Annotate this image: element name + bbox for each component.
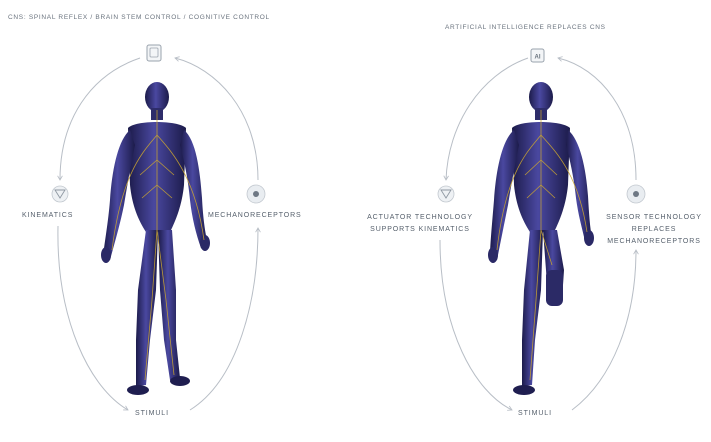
left-arrow-left-to-bottom [58, 226, 128, 410]
right-arrow-right-to-top [558, 58, 636, 180]
right-arrow-left-to-bottom [440, 240, 512, 410]
brain-device-icon [147, 45, 161, 61]
right-arrow-bottom-to-right [572, 250, 636, 410]
ai-chip-text: AI [535, 55, 541, 61]
actuator-icon [438, 186, 454, 202]
right-human-figure [488, 82, 594, 395]
ai-chip-icon: AI [531, 49, 544, 62]
mechanoreceptor-icon [247, 185, 265, 203]
left-arrow-bottom-to-right [190, 228, 258, 410]
sensor-icon [627, 185, 645, 203]
left-human-figure [101, 82, 210, 395]
kinematics-icon [52, 186, 68, 202]
